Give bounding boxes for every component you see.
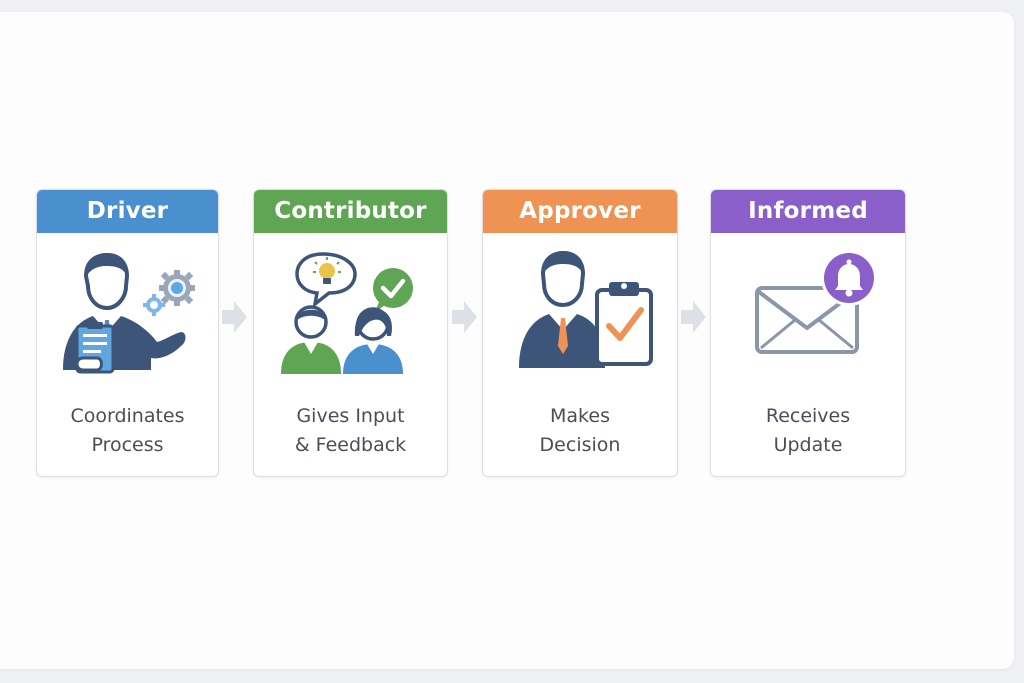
role-desc-contributor: Gives Input & Feedback — [254, 402, 447, 460]
two-people-with-idea-and-check-icon — [254, 250, 447, 380]
role-desc-approver: Makes Decision — [483, 402, 677, 460]
diagram-panel: Driver — [0, 12, 1014, 669]
flow-arrow-icon — [452, 301, 477, 333]
role-title-contributor: Contributor — [254, 190, 447, 233]
desc-line: Coordinates — [70, 405, 185, 427]
desc-line: Gives Input — [296, 405, 405, 427]
desc-line: Update — [773, 434, 843, 456]
desc-line: Makes — [550, 405, 610, 427]
envelope-with-bell-icon — [711, 250, 905, 380]
role-title-informed: Informed — [711, 190, 905, 233]
person-with-clipboard-and-gears-icon — [37, 250, 218, 380]
role-desc-informed: Receives Update — [711, 402, 905, 460]
desc-line: & Feedback — [294, 434, 407, 456]
role-desc-driver: Coordinates Process — [37, 402, 218, 460]
role-title-approver: Approver — [483, 190, 677, 233]
desc-line: Decision — [539, 434, 621, 456]
desc-line: Receives — [765, 405, 851, 427]
desc-line: Process — [91, 434, 164, 456]
role-card-approver: Approver Makes Decision — [482, 189, 678, 477]
role-card-contributor: Contributor — [253, 189, 448, 477]
role-card-driver: Driver — [36, 189, 219, 477]
role-card-informed: Informed Receives Update — [710, 189, 906, 477]
role-title-driver: Driver — [37, 190, 218, 233]
person-with-checked-clipboard-icon — [483, 250, 677, 380]
flow-arrow-icon — [681, 301, 706, 333]
flow-arrow-icon — [222, 301, 247, 333]
